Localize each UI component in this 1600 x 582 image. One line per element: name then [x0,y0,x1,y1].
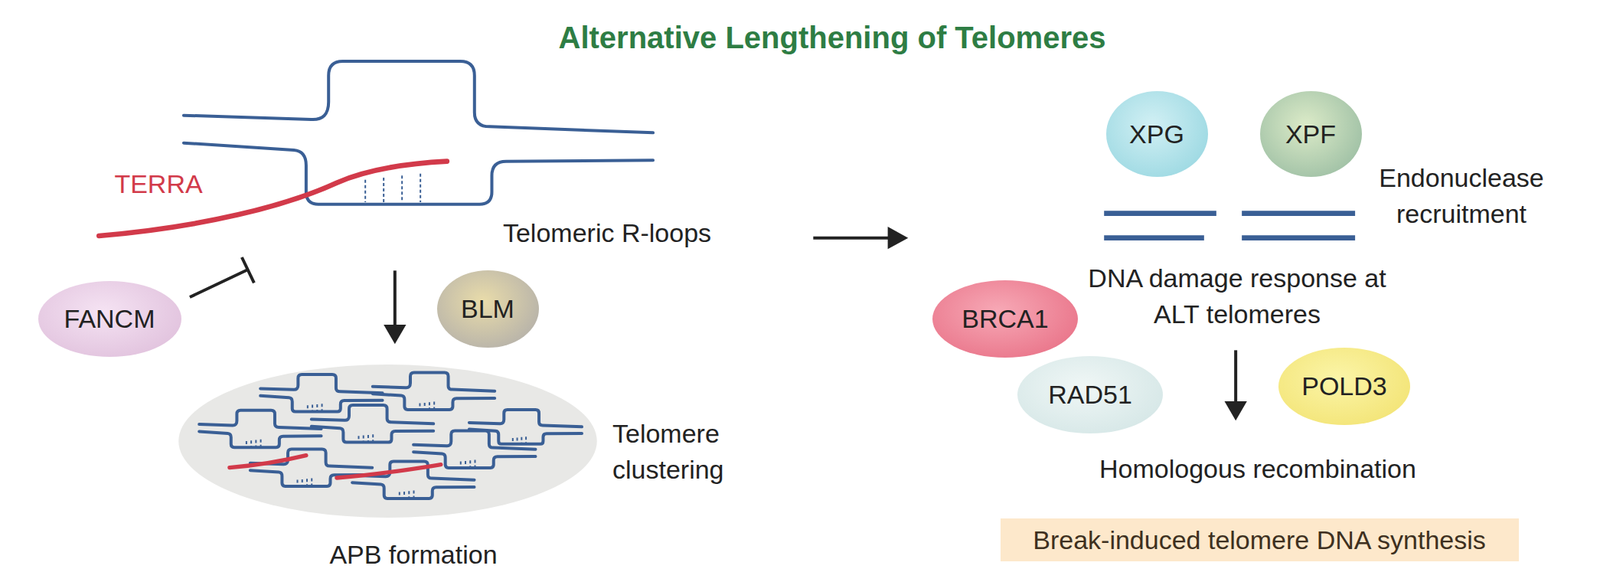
protein-ellipse: RAD51 [1017,355,1163,434]
process-label: Break-induced telomere DNA synthesis [1032,524,1486,556]
inhibition-line [189,269,249,298]
protein-name: BRCA1 [961,303,1049,335]
r-loop-dna [183,61,654,205]
protein-ellipse: BLM [437,270,539,348]
protein-name: POLD3 [1301,370,1388,402]
protein-name: XPF [1285,118,1336,151]
terra-rna-strand [229,455,307,468]
annotation-label: Telomere clustering [612,415,789,488]
dna-strand [1103,210,1217,216]
mini-r-loop [250,448,373,487]
mini-r-loop [311,404,434,443]
mini-r-loop [372,372,495,410]
clustered-telomeres [199,372,582,499]
arrow-head [383,324,406,344]
protein-name: RAD51 [1048,378,1133,411]
protein-name: XPG [1129,118,1185,151]
annotation-label: Telomeric R-loops [502,215,712,252]
protein-ellipse: XPF [1260,91,1362,177]
protein-ellipse: FANCM [38,280,182,357]
annotation-label: Endonuclease recruitment [1361,160,1561,232]
mini-r-loop [413,430,536,468]
annotation-label: TERRA [114,166,203,203]
arrow-head [888,226,909,249]
mini-r-loop [199,410,321,448]
terra-rna-strand [98,161,448,236]
protein-ellipse: POLD3 [1278,347,1411,425]
arrow-shaft [393,270,397,327]
arrow-shaft [813,236,890,240]
annotation-label: APB formation [329,536,497,573]
dna-strand [1241,235,1356,241]
dna-double-strand-break [1103,213,1356,239]
mini-r-loop [469,409,582,445]
protein-ellipse: BRCA1 [932,280,1078,358]
diagram-title: Alternative Lengthening of Telomeres [558,20,1107,56]
highlight-box: Break-induced telomere DNA synthesis [1000,518,1519,562]
terra-rna-strand [336,464,441,478]
protein-ellipse: XPG [1106,91,1209,177]
apb-cluster-ground [178,364,597,518]
annotation-label: DNA damage response at ALT telomeres [1074,260,1401,333]
annotation-label: Homologous recombination [1099,450,1417,487]
arrow-head [1224,401,1247,421]
dna-strand [1241,210,1356,216]
dna-strand [1103,235,1205,241]
arrow-shaft [1234,349,1238,403]
protein-name: BLM [460,293,515,325]
inhibition-bar [241,257,255,283]
protein-name: FANCM [64,303,156,335]
